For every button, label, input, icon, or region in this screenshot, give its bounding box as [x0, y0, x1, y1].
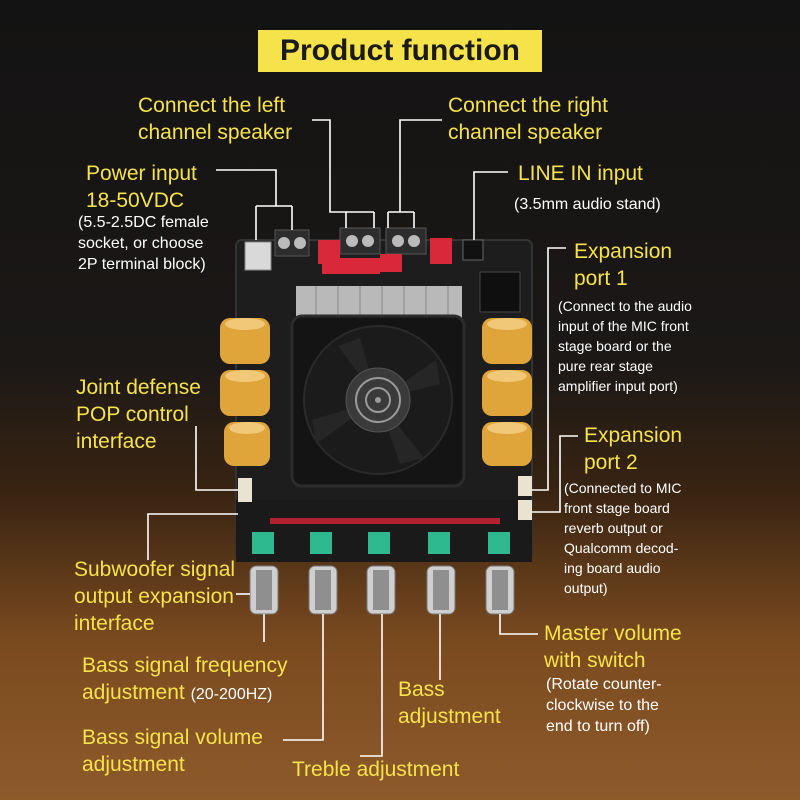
note-expansion-port-2: (Connected to MIC front stage board reve…	[564, 480, 682, 596]
leader-right-speaker	[399, 119, 442, 212]
leader-treble	[360, 614, 383, 757]
label-bass-volume: Bass signal volume adjustment	[82, 726, 263, 776]
note-line-in: (3.5mm audio stand)	[514, 196, 661, 213]
note-expansion-port-1: (Connect to the audio input of the MIC f…	[558, 298, 692, 394]
line-in-jack	[462, 239, 484, 261]
leader-left-speaker	[312, 119, 347, 228]
label-right-speaker: Connect the right channel speaker	[448, 94, 608, 144]
control-knobs	[249, 565, 515, 615]
label-expansion-port-2: Expansion port 2	[584, 424, 683, 474]
label-pop-control: Joint defense POP control interface	[76, 376, 201, 453]
note-power-input: (5.5-2.5DC female socket, or choose 2P t…	[78, 214, 209, 273]
label-left-speaker: Connect the left channel speaker	[138, 94, 293, 144]
bass-frequency-range: (20-200HZ)	[190, 686, 273, 703]
leader-power	[216, 169, 277, 206]
leader-exp2	[532, 435, 578, 513]
pop-connector	[238, 478, 252, 502]
label-subwoofer-output: Subwoofer signal output expansion interf…	[74, 558, 236, 635]
label-bass-adjustment: Bass adjustment	[398, 678, 501, 728]
label-treble-adjustment: Treble adjustment	[292, 758, 460, 781]
label-line-in: LINE IN input	[518, 162, 643, 185]
label-bass-frequency: Bass signal frequency adjustment (20-200…	[82, 654, 288, 704]
expansion-port-2-connector	[518, 500, 532, 520]
leader-lines	[147, 119, 578, 757]
power-jack	[244, 241, 272, 271]
leader-exp1	[532, 247, 566, 491]
label-master-volume: Master volume with switch	[544, 622, 682, 672]
capacitors-left	[220, 318, 270, 466]
leader-line-in	[473, 171, 508, 240]
note-master-volume: (Rotate counter- clockwise to the end to…	[546, 676, 662, 735]
main-chip	[479, 271, 521, 313]
expansion-port-1-connector	[518, 476, 532, 496]
leader-master	[499, 614, 538, 635]
label-expansion-port-1: Expansion port 1	[574, 240, 673, 290]
potentiometer-bases	[252, 532, 510, 554]
page-title: Product function	[258, 30, 542, 72]
leader-pop	[195, 426, 238, 491]
capacitors-right	[482, 318, 532, 466]
label-power-input: Power input 18-50VDC	[86, 162, 197, 212]
leader-sub	[147, 513, 238, 560]
leader-bass-vol	[283, 614, 324, 741]
